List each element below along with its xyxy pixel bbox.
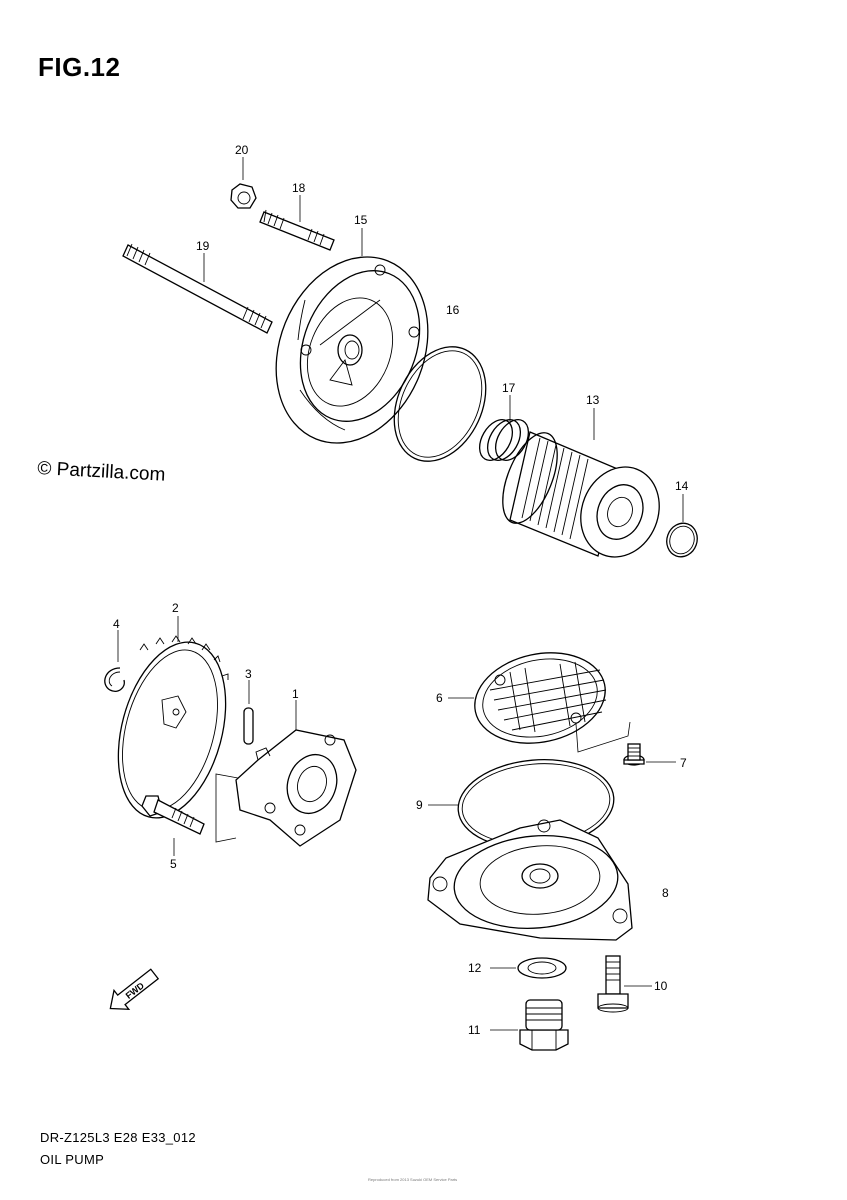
- forward-direction-arrow: FWD: [109, 968, 160, 1011]
- figure-title: FIG.12: [38, 52, 121, 82]
- callout-3[interactable]: 3: [245, 667, 252, 681]
- part-15-filter-cap[interactable]: [249, 234, 454, 466]
- callout-18[interactable]: 18: [292, 181, 306, 195]
- callout-19[interactable]: 19: [196, 239, 210, 253]
- part-13-oil-filter[interactable]: [492, 425, 673, 569]
- part-7-screw[interactable]: [623, 743, 645, 766]
- model-code: DR-Z125L3 E28 E33_012: [40, 1130, 196, 1145]
- part-17-spring[interactable]: [473, 414, 535, 466]
- bolt-guide-line-1: [215, 773, 239, 843]
- part-6-oil-strainer[interactable]: [466, 641, 613, 755]
- part-4-circlip[interactable]: [104, 667, 125, 692]
- part-12-gasket[interactable]: [517, 957, 567, 979]
- callout-16[interactable]: 16: [446, 303, 460, 317]
- callout-5[interactable]: 5: [170, 857, 177, 871]
- callout-20[interactable]: 20: [235, 143, 249, 157]
- callout-12[interactable]: 12: [468, 961, 482, 975]
- callout-7[interactable]: 7: [680, 756, 687, 770]
- footer-note: Reproduced from 2013 Suzuki OEM Service …: [368, 1177, 458, 1182]
- callout-2[interactable]: 2: [172, 601, 179, 615]
- callout-9[interactable]: 9: [416, 798, 423, 812]
- callout-17[interactable]: 17: [502, 381, 516, 395]
- callout-15[interactable]: 15: [354, 213, 368, 227]
- part-3-pin[interactable]: [243, 707, 254, 745]
- callout-8[interactable]: 8: [662, 886, 669, 900]
- part-1-oil-pump[interactable]: [235, 729, 357, 847]
- callout-4[interactable]: 4: [113, 617, 120, 631]
- part-19-long-stud[interactable]: [122, 243, 273, 334]
- part-16-o-ring[interactable]: [377, 332, 504, 476]
- screw-guide-line: [575, 721, 631, 753]
- part-2-driven-gear[interactable]: [100, 630, 243, 830]
- part-8-oil-strainer-cover[interactable]: [427, 819, 633, 941]
- part-14-o-ring[interactable]: [662, 519, 702, 561]
- diagram-name: OIL PUMP: [40, 1152, 105, 1167]
- callout-14[interactable]: 14: [675, 479, 689, 493]
- callout-6[interactable]: 6: [436, 691, 443, 705]
- callout-10[interactable]: 10: [654, 979, 668, 993]
- part-10-bolt[interactable]: [597, 955, 629, 1013]
- callout-13[interactable]: 13: [586, 393, 600, 407]
- part-5-bolt[interactable]: [141, 795, 205, 835]
- callout-11[interactable]: 11: [468, 1023, 481, 1037]
- part-20-nut[interactable]: [230, 183, 257, 209]
- callout-1[interactable]: 1: [292, 687, 299, 701]
- part-18-stud[interactable]: [259, 209, 335, 251]
- part-11-drain-plug[interactable]: [519, 999, 569, 1051]
